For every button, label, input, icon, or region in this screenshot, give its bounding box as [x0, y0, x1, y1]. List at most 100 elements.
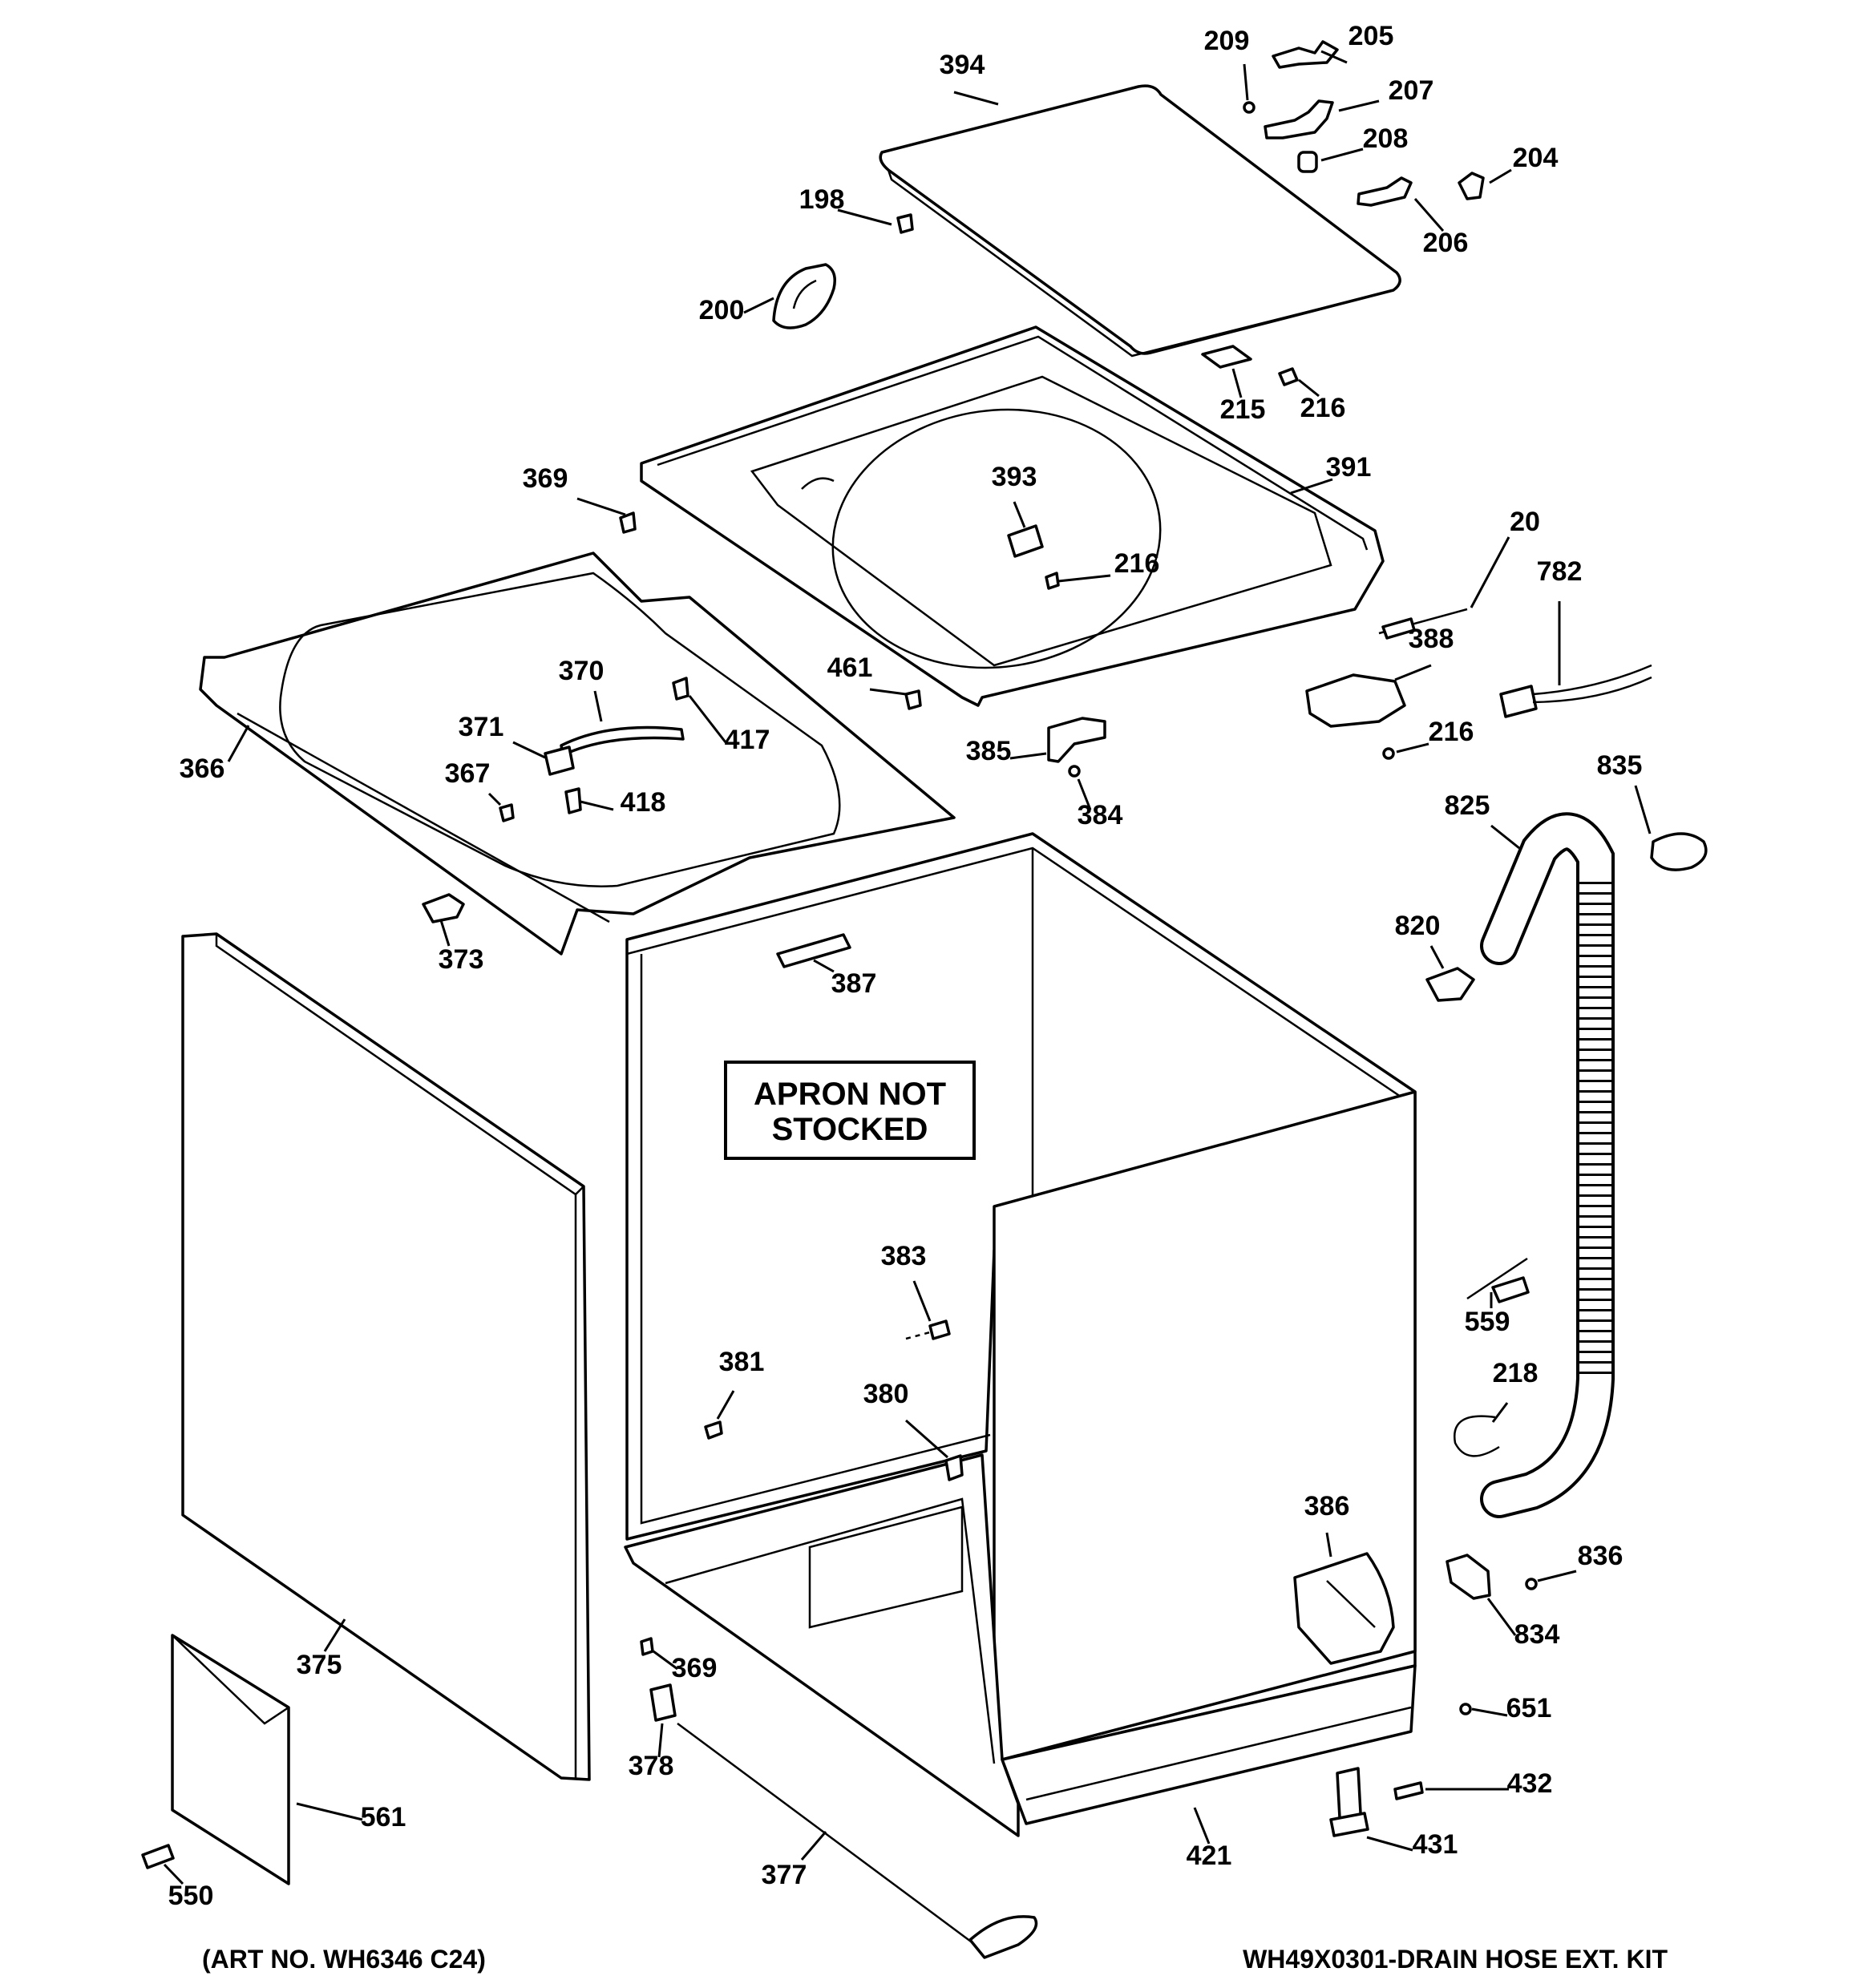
leader-line: [1325, 1532, 1332, 1558]
art-number: (ART NO. WH6346 C24): [202, 1945, 486, 1974]
leader-line: [1413, 198, 1445, 232]
callout-820: 820: [1395, 911, 1441, 941]
clip-373: [422, 893, 465, 923]
callout-216: 216: [1300, 393, 1346, 423]
leader-line: [1429, 945, 1445, 969]
screw-384: [1068, 765, 1081, 778]
leader-line: [487, 792, 502, 806]
leader-line: [1394, 664, 1432, 681]
clip-380: [944, 1454, 964, 1481]
leader-line: [1057, 574, 1111, 583]
screw-216-top: [1278, 367, 1299, 386]
screw-836: [1525, 1578, 1538, 1590]
callout-418: 418: [621, 787, 666, 818]
callout-380: 380: [863, 1379, 909, 1409]
leader-line: [716, 1390, 735, 1420]
rod-370: [560, 725, 685, 757]
notice-line-1: APRON NOT: [754, 1077, 946, 1112]
leader-line: [1491, 1402, 1509, 1423]
callout-198: 198: [799, 184, 845, 215]
callout-388: 388: [1409, 624, 1454, 654]
screw-461: [904, 689, 922, 710]
callout-834: 834: [1514, 1619, 1560, 1650]
leader-line: [953, 91, 999, 106]
bracket-215: [1201, 345, 1252, 369]
leader-line: [1290, 478, 1333, 495]
callout-387: 387: [831, 968, 877, 999]
leader-line: [512, 741, 546, 759]
screw-651: [1459, 1703, 1472, 1715]
leader-line: [1077, 778, 1092, 810]
leader-line: [576, 497, 626, 516]
callout-384: 384: [1078, 800, 1123, 830]
callout-200: 200: [699, 295, 745, 325]
callout-20: 20: [1510, 507, 1540, 537]
callout-218: 218: [1493, 1358, 1539, 1388]
clip-820: [1425, 967, 1475, 1002]
leader-line: [1489, 168, 1512, 184]
callout-381: 381: [719, 1347, 765, 1377]
callout-369: 369: [672, 1653, 718, 1683]
callout-209: 209: [1204, 26, 1250, 56]
drain-hose-kit-note: WH49X0301-DRAIN HOSE EXT. KIT: [1243, 1945, 1668, 1974]
leader-line: [1537, 1570, 1577, 1582]
screw-369-bottom: [640, 1637, 654, 1656]
leader-line: [1320, 147, 1364, 162]
callout-207: 207: [1389, 75, 1434, 106]
callout-375: 375: [297, 1650, 342, 1680]
callout-393: 393: [992, 462, 1037, 492]
callout-561: 561: [361, 1802, 406, 1832]
callout-378: 378: [629, 1751, 674, 1781]
hinge-parts: [1243, 40, 1485, 207]
callout-216: 216: [1429, 717, 1474, 747]
callout-417: 417: [725, 725, 770, 755]
leader-line: [912, 1280, 932, 1322]
leader-line: [743, 297, 774, 314]
callout-205: 205: [1348, 21, 1394, 51]
bracket-386: [1293, 1552, 1395, 1665]
leader-line: [296, 1802, 363, 1821]
pin-432: [1393, 1781, 1424, 1800]
callout-825: 825: [1445, 790, 1490, 821]
top-cover-391: [640, 325, 1385, 707]
callout-206: 206: [1423, 228, 1469, 258]
callout-559: 559: [1465, 1307, 1510, 1337]
wire-559: [1466, 1257, 1530, 1303]
callout-208: 208: [1363, 123, 1409, 154]
leader-line: [869, 688, 907, 696]
leader-line: [837, 208, 892, 226]
apron-not-stocked-notice: [724, 1061, 976, 1160]
leader-line: [439, 919, 451, 947]
callout-421: 421: [1187, 1841, 1232, 1871]
cabinet: [624, 832, 1417, 1837]
leader-line: [323, 1618, 346, 1652]
bracket-387: [776, 933, 851, 968]
callout-373: 373: [439, 944, 484, 975]
leader-line: [593, 690, 603, 722]
callout-369: 369: [523, 463, 568, 494]
callout-651: 651: [1506, 1693, 1552, 1723]
side-panel-375: [181, 932, 591, 1781]
leader-line: [163, 1863, 184, 1885]
callout-431: 431: [1413, 1829, 1458, 1860]
leader-line: [1471, 1707, 1508, 1717]
callout-366: 366: [180, 754, 225, 784]
callout-216: 216: [1114, 548, 1160, 579]
leader-line: [227, 725, 250, 762]
callout-461: 461: [827, 653, 873, 683]
lid-394: [879, 84, 1401, 358]
leader-line: [1486, 1598, 1517, 1636]
screw-198: [896, 213, 914, 234]
callout-782: 782: [1537, 556, 1583, 587]
screw-418: [564, 787, 582, 814]
rod-377: [677, 1722, 1038, 1959]
notice-line-2: STOCKED: [772, 1112, 928, 1147]
leader-line: [1243, 63, 1249, 101]
clip-371: [544, 746, 575, 776]
screw-369-top: [619, 511, 637, 534]
drain-hose-825: [1480, 812, 1615, 1518]
bracket-834: [1446, 1554, 1491, 1600]
callout-377: 377: [762, 1860, 807, 1890]
